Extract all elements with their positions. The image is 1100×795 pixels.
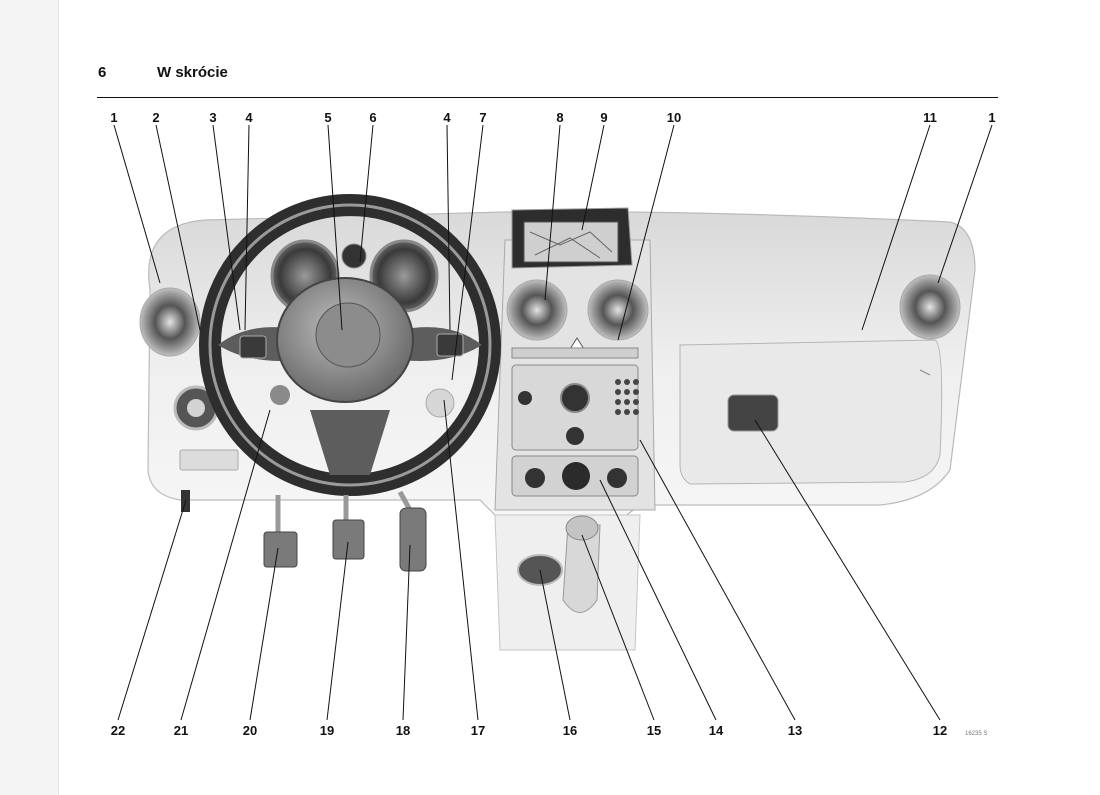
callout-label: 12 [933,723,947,738]
callout-label: 17 [471,723,485,738]
header-rule [97,97,998,98]
callout-label: 2 [152,110,159,125]
pedals [181,490,427,572]
callout-label: 20 [243,723,257,738]
callout-label: 11 [923,110,937,125]
callout-label: 18 [396,723,410,738]
callout-label: 14 [709,723,724,738]
bottom-callout-labels: 22 21 20 19 18 17 16 15 14 13 12 16235 S [111,723,988,738]
callout-label: 8 [556,110,563,125]
callout-label: 4 [443,110,451,125]
callout-label: 13 [788,723,802,738]
steering-wheel-cluster [199,194,501,496]
callout-label: 21 [174,723,188,738]
figure-code: 16235 S [965,731,987,737]
callout-label: 4 [245,110,253,125]
callout-label: 15 [647,723,661,738]
page-margin [0,0,59,795]
callout-label: 6 [369,110,376,125]
callout-label: 1 [988,110,995,125]
dashboard-body [139,207,976,651]
callout-label: 10 [667,110,681,125]
callout-label: 7 [479,110,486,125]
callout-label: 9 [600,110,607,125]
callout-label: 19 [320,723,334,738]
callout-label: 1 [110,110,117,125]
top-callout-labels: 1 2 3 4 5 6 4 7 8 9 10 11 1 [110,110,995,125]
callout-label: 5 [324,110,331,125]
callout-label: 16 [563,723,577,738]
callout-label: 22 [111,723,125,738]
page-number: 6 [98,64,107,81]
callout-label: 3 [209,110,216,125]
section-title: W skrócie [157,64,228,81]
callout-leader-lines [113,124,993,721]
